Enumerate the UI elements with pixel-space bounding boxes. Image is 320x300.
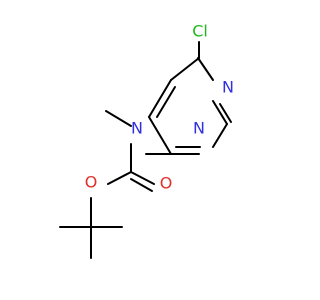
bond-c5-c6-inner [156, 86, 176, 118]
bond-namine-methyl [105, 110, 132, 127]
bond-carbonyl-oxygen-double-2 [130, 178, 153, 192]
bond-carbonyl-oxygen-double [130, 171, 155, 185]
atom-label-ring-nitrogen-bottom: N [193, 119, 205, 138]
bond-carbonyl-ester-oxygen [107, 171, 132, 185]
bond-n1-c2-inner [219, 103, 232, 123]
chemical-structure-diagram: Cl N N N O O [0, 0, 300, 300]
atom-label-ester-oxygen: O [85, 173, 98, 192]
bond-c4-c5 [148, 116, 172, 155]
bond-c5-c6-double [148, 79, 172, 118]
canvas-background [0, 0, 300, 300]
bond-c2-n3 [212, 123, 228, 148]
atom-label-carbonyl-oxygen: O [160, 174, 173, 193]
atom-label-chlorine: Cl [192, 22, 208, 41]
bond-c5-c6 [170, 57, 200, 81]
atom-label-amine-nitrogen: N [131, 119, 143, 138]
atom-label-ring-nitrogen-top: N [222, 78, 234, 97]
bonds [59, 41, 232, 259]
bond-c6-n1 [197, 57, 214, 81]
atom-labels: Cl N N N O O [85, 22, 234, 193]
bond-n1-c2 [212, 100, 228, 125]
